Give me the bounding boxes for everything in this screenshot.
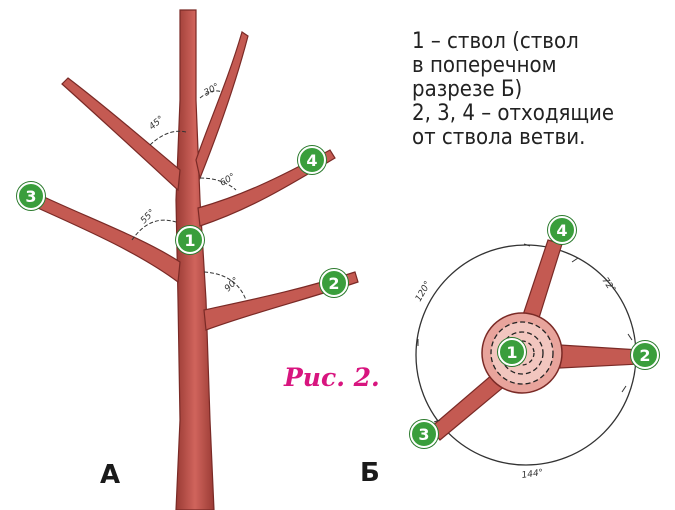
marker-a-branch-4: 4 bbox=[298, 146, 326, 174]
angle-label-a-3: 60° bbox=[219, 172, 238, 189]
marker-b-branch-4: 4 bbox=[548, 216, 576, 244]
caption-line: разрезе Б) bbox=[412, 78, 672, 102]
cross-section-view-b: 120° 72° 144° bbox=[414, 240, 640, 481]
marker-a-branch-2: 2 bbox=[320, 269, 348, 297]
branch-3 bbox=[20, 188, 180, 282]
tree-view-a: 45° 30° 60° 55° 90° bbox=[20, 10, 358, 510]
view-label-a: А bbox=[100, 460, 120, 490]
marker-b-branch-3: 3 bbox=[410, 420, 438, 448]
angle-label-b-3: 144° bbox=[521, 468, 544, 481]
figure-label: Рис. 2. bbox=[284, 363, 380, 392]
legend-caption: 1 – ствол (ствол в поперечном разрезе Б)… bbox=[412, 30, 672, 150]
marker-a-branch-3: 3 bbox=[17, 182, 45, 210]
angle-label-a-5: 90° bbox=[223, 276, 241, 294]
marker-b-branch-2: 2 bbox=[631, 341, 659, 369]
angle-label-a-1: 45° bbox=[148, 114, 167, 132]
angle-label-b-2: 72° bbox=[600, 276, 617, 295]
section-branch-2 bbox=[560, 345, 640, 368]
branch-upper-left bbox=[62, 78, 180, 190]
angle-label-a-4: 55° bbox=[139, 208, 157, 226]
angle-label-a-2: 30° bbox=[203, 82, 222, 99]
caption-line: 1 – ствол (ствол bbox=[412, 30, 672, 54]
branch-upper-right bbox=[196, 32, 248, 178]
marker-b-trunk-1: 1 bbox=[498, 338, 526, 366]
caption-line: 2, 3, 4 – отходящие bbox=[412, 102, 672, 126]
caption-line: в поперечном bbox=[412, 54, 672, 78]
caption-line: от ствола ветви. bbox=[412, 126, 672, 150]
view-label-b: Б bbox=[360, 458, 380, 488]
marker-a-trunk-1: 1 bbox=[176, 226, 204, 254]
trunk bbox=[176, 10, 214, 510]
